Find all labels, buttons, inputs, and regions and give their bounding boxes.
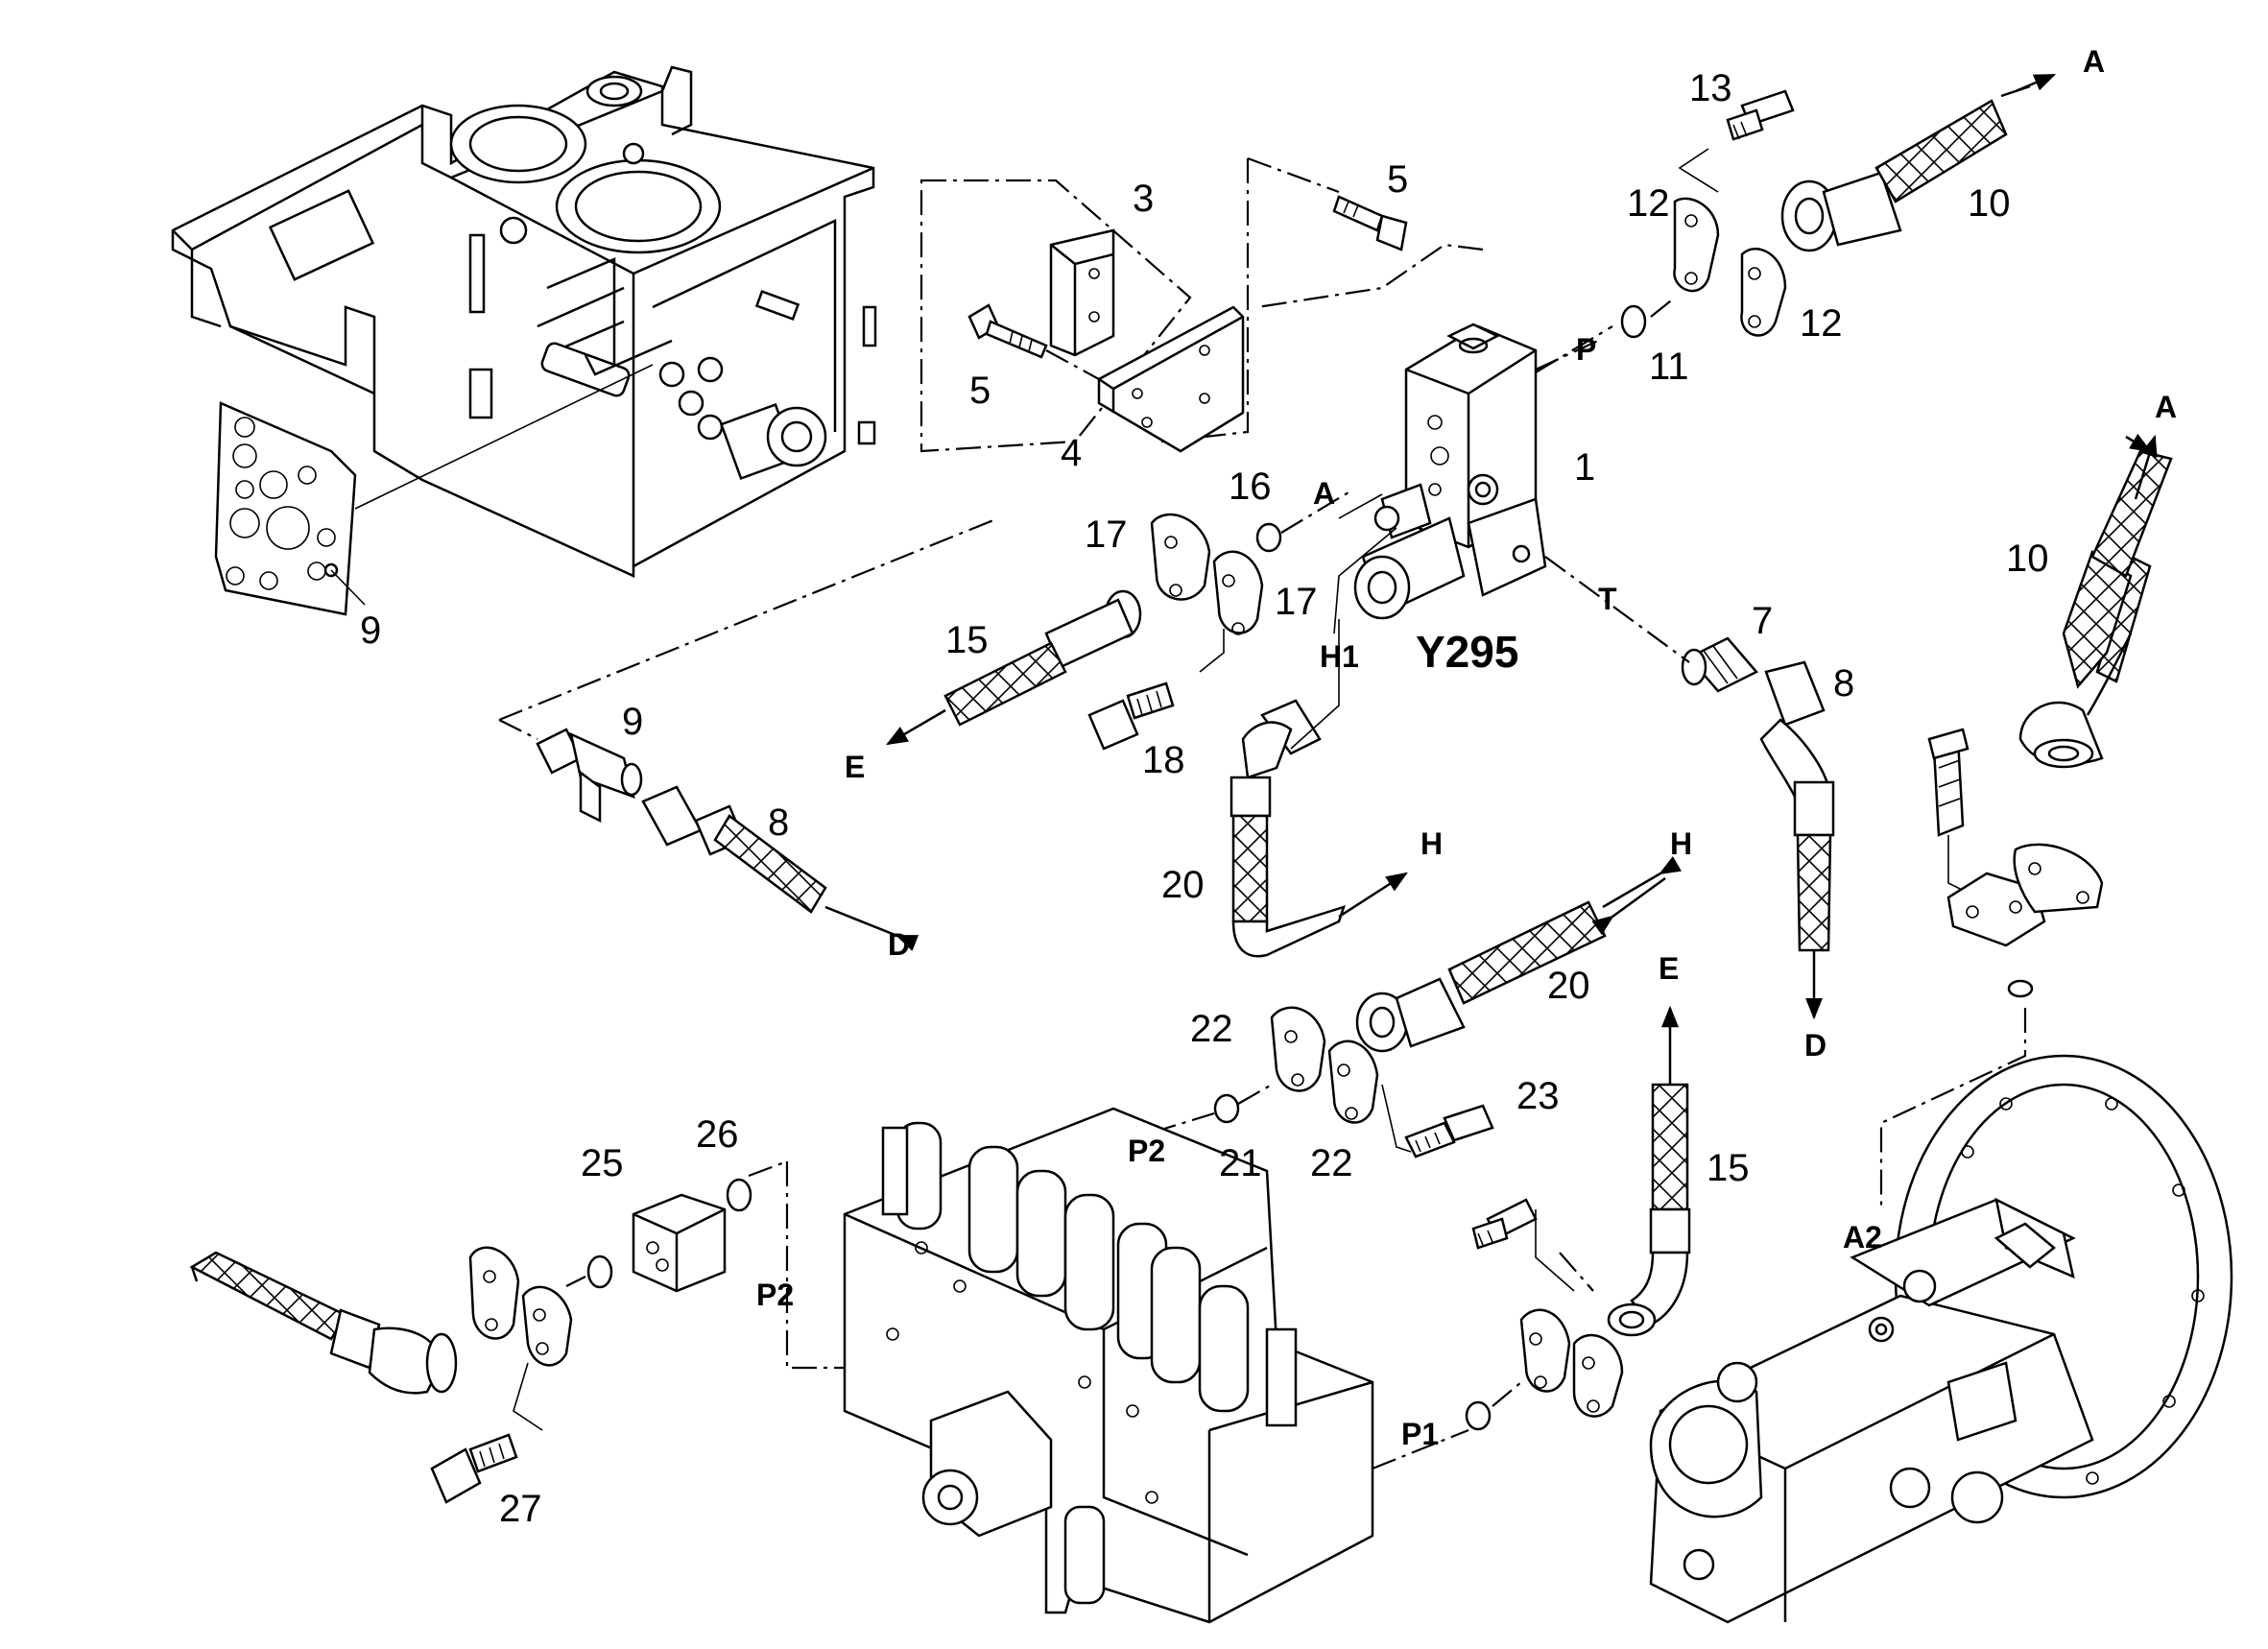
bolt-27	[430, 1433, 518, 1504]
part-number-n23: 23	[1516, 1075, 1560, 1117]
part-number-n13: 13	[1689, 67, 1732, 109]
port-label-pA2: A2	[1843, 1220, 1882, 1255]
valve-spools	[881, 1121, 1298, 1427]
hydraulic-pump	[1649, 1054, 2233, 1624]
hose-15-left	[886, 589, 1142, 746]
part-number-n10b: 10	[2006, 538, 2049, 580]
flange-set-right	[1879, 728, 2104, 1209]
part-number-n9a: 9	[360, 609, 381, 652]
part-number-n17a: 17	[1085, 514, 1128, 556]
hose-20-bent	[1229, 619, 1408, 958]
tee-fitting-9	[498, 516, 999, 824]
port-label-pP: P	[1576, 332, 1596, 367]
block-25	[565, 1159, 788, 1293]
solenoid-valve-y295	[1333, 323, 1547, 634]
arrow-label-aE1: E	[845, 750, 865, 784]
part-number-n8a: 8	[1833, 662, 1854, 705]
bracket-assembly	[919, 156, 1408, 453]
part-number-n4: 4	[1061, 432, 1082, 474]
part-number-n9b: 9	[622, 701, 643, 743]
flange-set-22	[1151, 1006, 1412, 1153]
arrow-a-right	[2134, 434, 2158, 500]
part-number-n20b: 20	[1547, 965, 1590, 1007]
part-number-n21: 21	[1219, 1142, 1262, 1184]
bracket-4	[1097, 305, 1245, 453]
bolt-5-left	[967, 303, 1100, 380]
flange-set-bottom-left	[468, 1246, 573, 1431]
hose-20-straight	[1355, 856, 1683, 1053]
port-label-pT: T	[1598, 582, 1617, 616]
part-number-n22b: 22	[1310, 1142, 1353, 1184]
hose-8-right	[1759, 660, 1835, 952]
part-number-n5b: 5	[1387, 158, 1408, 201]
arrow-h-right	[1591, 876, 1666, 936]
part-number-n1: 1	[1574, 446, 1595, 489]
leader-lines	[1256, 243, 2152, 519]
flange-set-12	[1535, 197, 1787, 373]
arrow-label-aD1: D	[888, 927, 910, 962]
flange-set-17	[1150, 489, 1354, 673]
bolt-5-right	[1332, 195, 1408, 251]
arrow-label-aH2: H	[1670, 826, 1692, 861]
part-number-n3: 3	[1133, 178, 1154, 220]
hose-10-right	[2018, 449, 2173, 769]
flange-set-p1	[1465, 1198, 1624, 1431]
arrow-label-aA2: A	[2155, 390, 2177, 424]
part-number-n17b: 17	[1275, 581, 1318, 623]
bolt-18	[1087, 681, 1175, 751]
main-control-valve	[785, 1107, 1469, 1624]
part-number-n16: 16	[1229, 466, 1272, 508]
arrow-label-aD2: D	[1804, 1028, 1826, 1063]
part-number-n12a: 12	[1627, 182, 1670, 225]
arrow-label-aE2: E	[1659, 951, 1679, 986]
part-number-n26: 26	[696, 1113, 739, 1156]
hose-8-left	[641, 785, 919, 951]
part-number-n5a: 5	[969, 370, 991, 412]
part-number-n22a: 22	[1190, 1008, 1233, 1050]
part-number-n18: 18	[1142, 739, 1185, 781]
bolt-23	[1404, 1104, 1494, 1159]
port-label-pP2a: P2	[1128, 1134, 1165, 1168]
hose-15-bottom	[1607, 1005, 1691, 1337]
port-label-pP2b: P2	[756, 1278, 794, 1312]
part-number-n10a: 10	[1968, 182, 2011, 225]
part-number-n8b: 8	[768, 801, 789, 844]
arrow-a-top	[2015, 73, 2057, 93]
port-label-pP1: P1	[1401, 1417, 1439, 1451]
part-number-n15a: 15	[945, 619, 989, 661]
bolt-13	[1678, 89, 1795, 193]
fitting-7	[1544, 556, 1758, 693]
bracket-3	[1049, 228, 1115, 357]
part-number-n20a: 20	[1161, 864, 1205, 906]
port-label-pA1: A	[1313, 476, 1335, 511]
machine-frame	[171, 65, 877, 616]
callout-labels: 1345578899101011121213151516171718202021…	[360, 44, 2177, 1530]
part-number-n12b: 12	[1800, 302, 1843, 345]
arrow-label-aA1: A	[2083, 44, 2105, 79]
arrow-label-aH1: H	[1420, 826, 1443, 861]
valve-title: Y295	[1416, 627, 1518, 677]
port-label-pH1: H1	[1320, 639, 1359, 674]
part-number-n11: 11	[1649, 346, 1689, 388]
hose-bottom-left	[189, 1251, 458, 1395]
part-number-n27: 27	[499, 1488, 542, 1530]
part-number-n25: 25	[581, 1142, 624, 1184]
hose-10-top	[1780, 84, 2031, 252]
part-number-n15b: 15	[1707, 1147, 1750, 1189]
part-number-n7: 7	[1752, 600, 1773, 642]
